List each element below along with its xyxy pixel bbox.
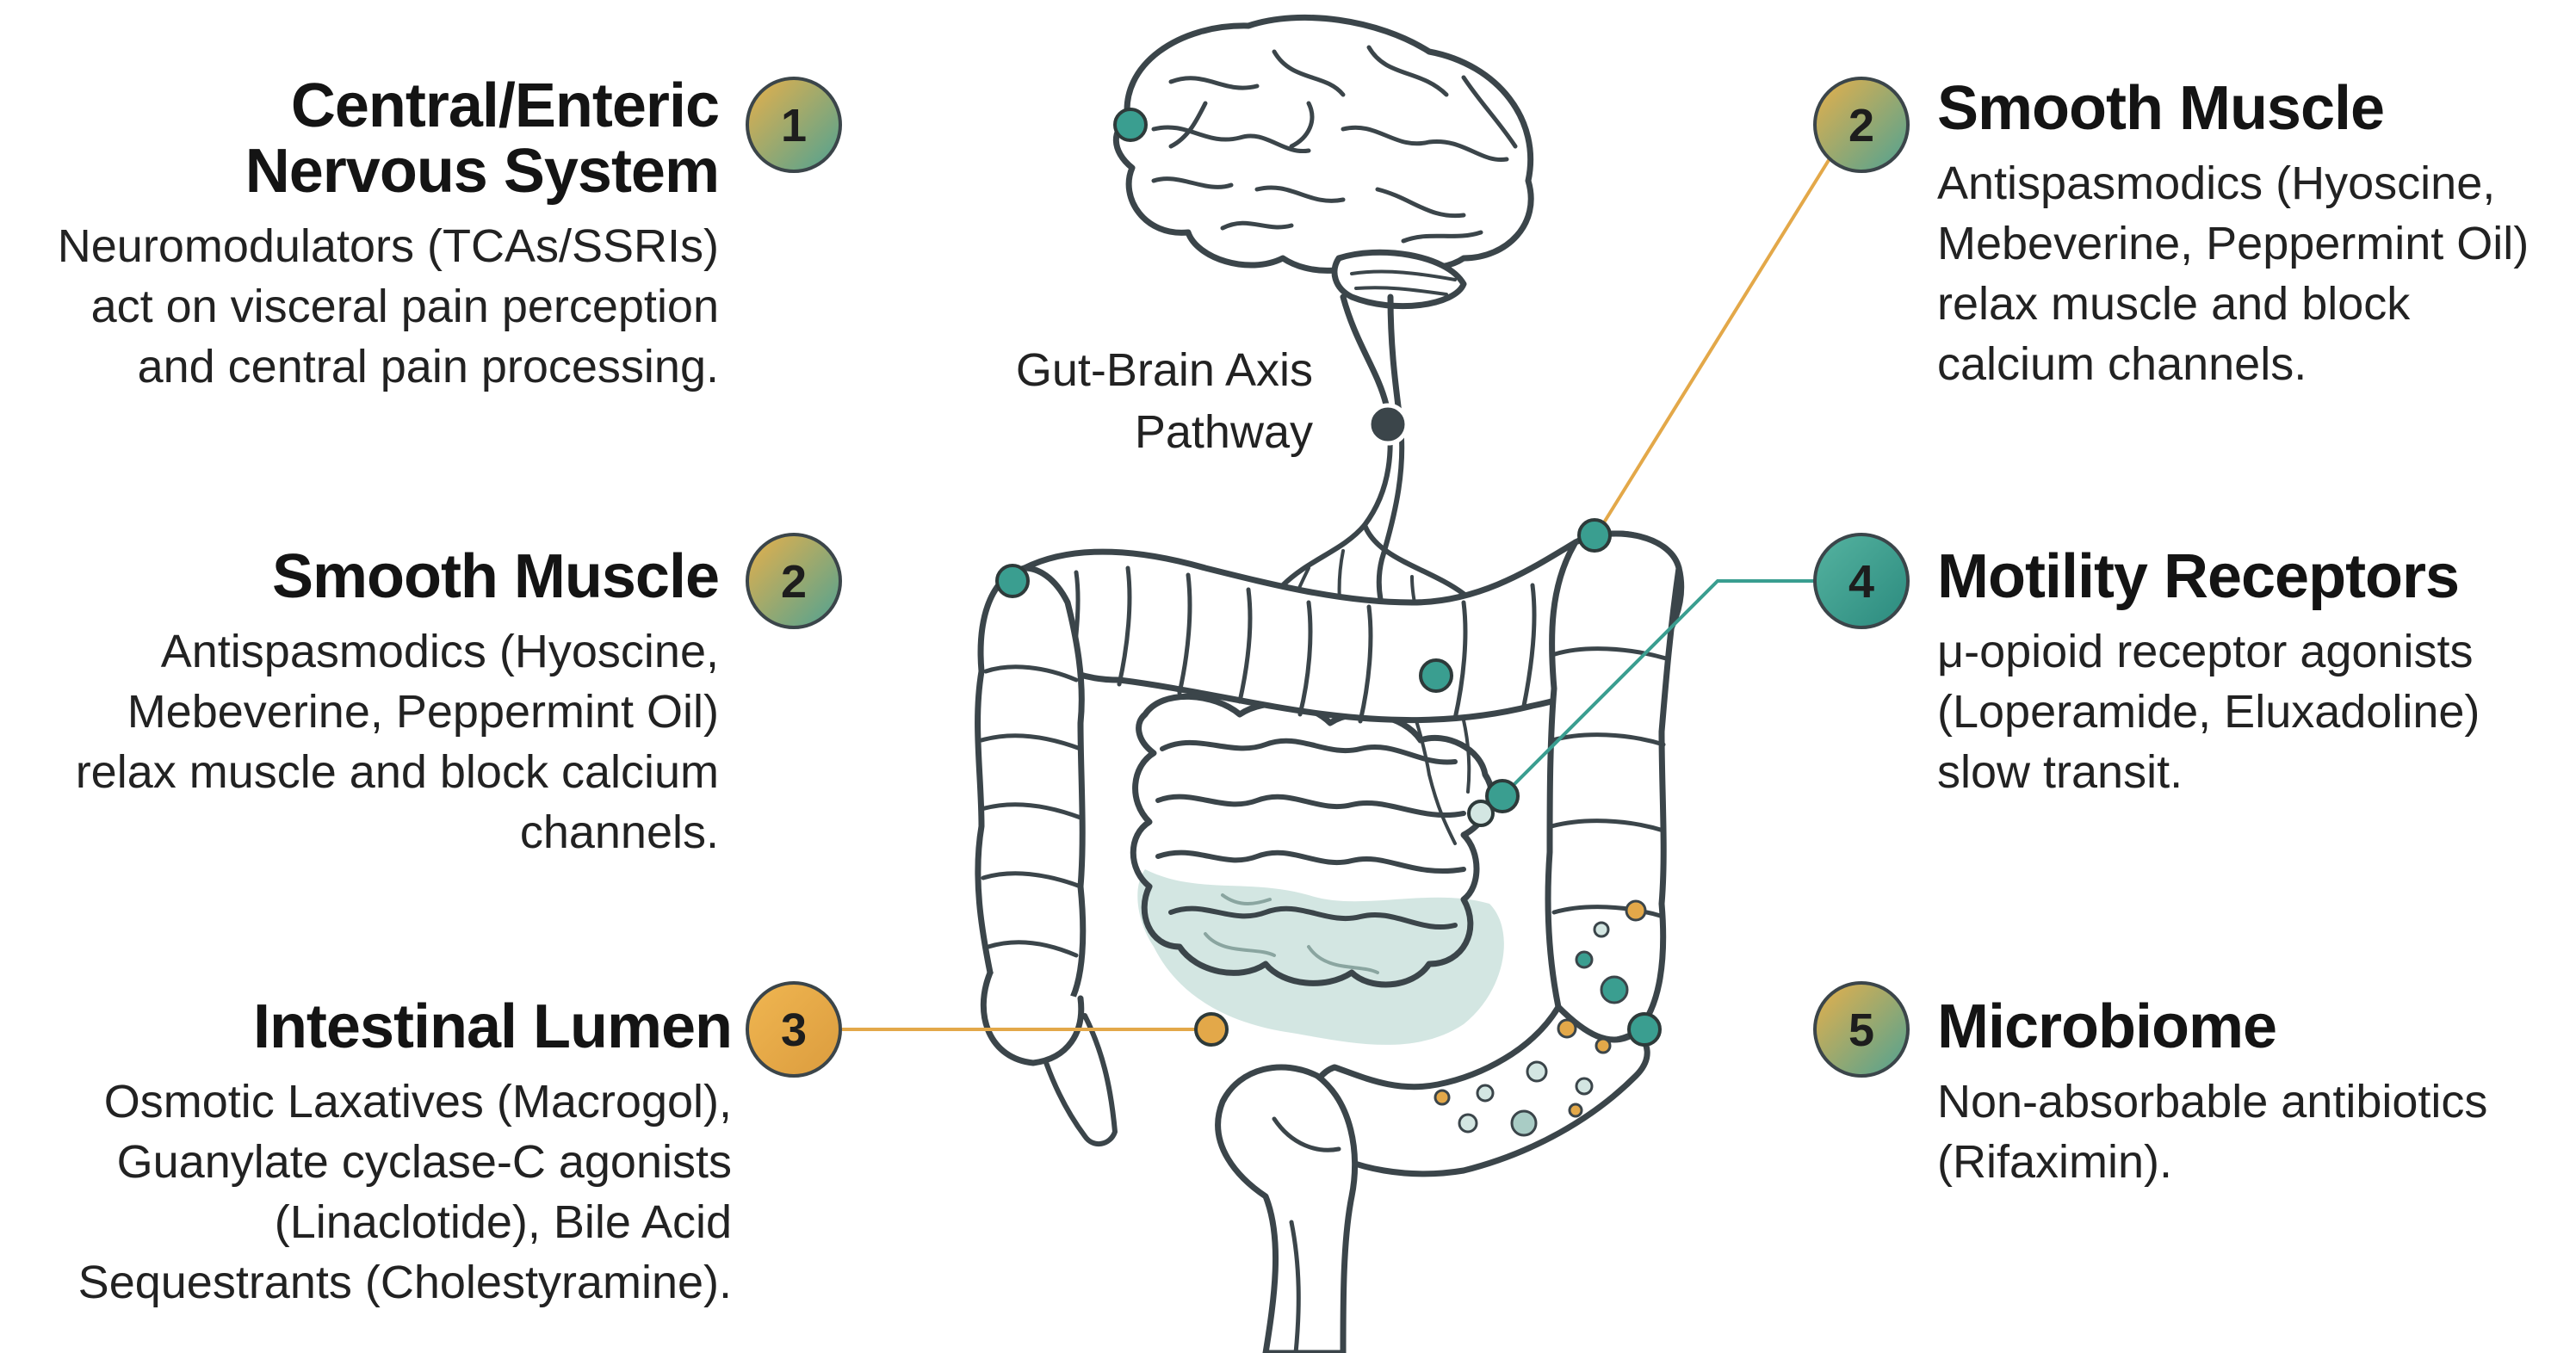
annotation-motility-receptors: Motility Receptors μ-opioid receptor ago… — [1937, 544, 2566, 802]
vagal-node — [1369, 405, 1407, 443]
annotation-smooth-muscle-left: Smooth Muscle Antispasmodics (Hyoscine, … — [17, 544, 719, 862]
badge-4: 4 — [1815, 534, 1908, 627]
badge-1: 1 — [747, 78, 840, 171]
badge-5: 5 — [1815, 983, 1908, 1076]
svg-text:4: 4 — [1848, 556, 1874, 608]
annotation-description: Antispasmodics (Hyoscine, Mebeverine, Pe… — [17, 621, 719, 862]
annotation-microbiome: Microbiome Non-absorbable antibiotics (R… — [1937, 994, 2566, 1192]
intestines — [978, 534, 1681, 1353]
annotation-cns: Central/Enteric Nervous System Neuromodu… — [17, 73, 719, 397]
annotation-description: Osmotic Laxatives (Macrogol), Guanylate … — [17, 1072, 732, 1313]
annotation-title: Intestinal Lumen — [17, 994, 732, 1060]
svg-text:1: 1 — [781, 100, 807, 151]
svg-text:3: 3 — [781, 1004, 807, 1056]
gut-brain-axis-label-line2: Pathway — [1135, 406, 1313, 458]
annotation-title: Central/Enteric Nervous System — [17, 73, 719, 204]
svg-text:2: 2 — [1848, 100, 1874, 151]
annotation-title: Smooth Muscle — [17, 544, 719, 609]
annotation-title: Smooth Muscle — [1937, 76, 2566, 141]
annotation-description: Neuromodulators (TCAs/SSRIs) act on visc… — [17, 216, 719, 397]
badge-2-right: 2 — [1815, 78, 1908, 171]
annotation-title: Motility Receptors — [1937, 544, 2566, 609]
annotation-title: Microbiome — [1937, 994, 2566, 1060]
annotation-smooth-muscle-right: Smooth Muscle Antispasmodics (Hyoscine, … — [1937, 76, 2566, 394]
svg-text:2: 2 — [781, 556, 807, 608]
annotation-intestinal-lumen: Intestinal Lumen Osmotic Laxatives (Macr… — [17, 994, 732, 1313]
annotation-description: Non-absorbable antibiotics (Rifaximin). — [1937, 1072, 2566, 1192]
gut-brain-axis-label-line1: Gut-Brain Axis — [1016, 344, 1313, 396]
connector-2-right — [1597, 146, 1837, 534]
annotation-description: μ-opioid receptor agonists (Loperamide, … — [1937, 621, 2566, 802]
annotation-description: Antispasmodics (Hyoscine, Mebeverine, Pe… — [1937, 153, 2566, 394]
badge-3: 3 — [747, 983, 840, 1076]
svg-text:5: 5 — [1848, 1004, 1874, 1056]
badge-2-left: 2 — [747, 534, 840, 627]
